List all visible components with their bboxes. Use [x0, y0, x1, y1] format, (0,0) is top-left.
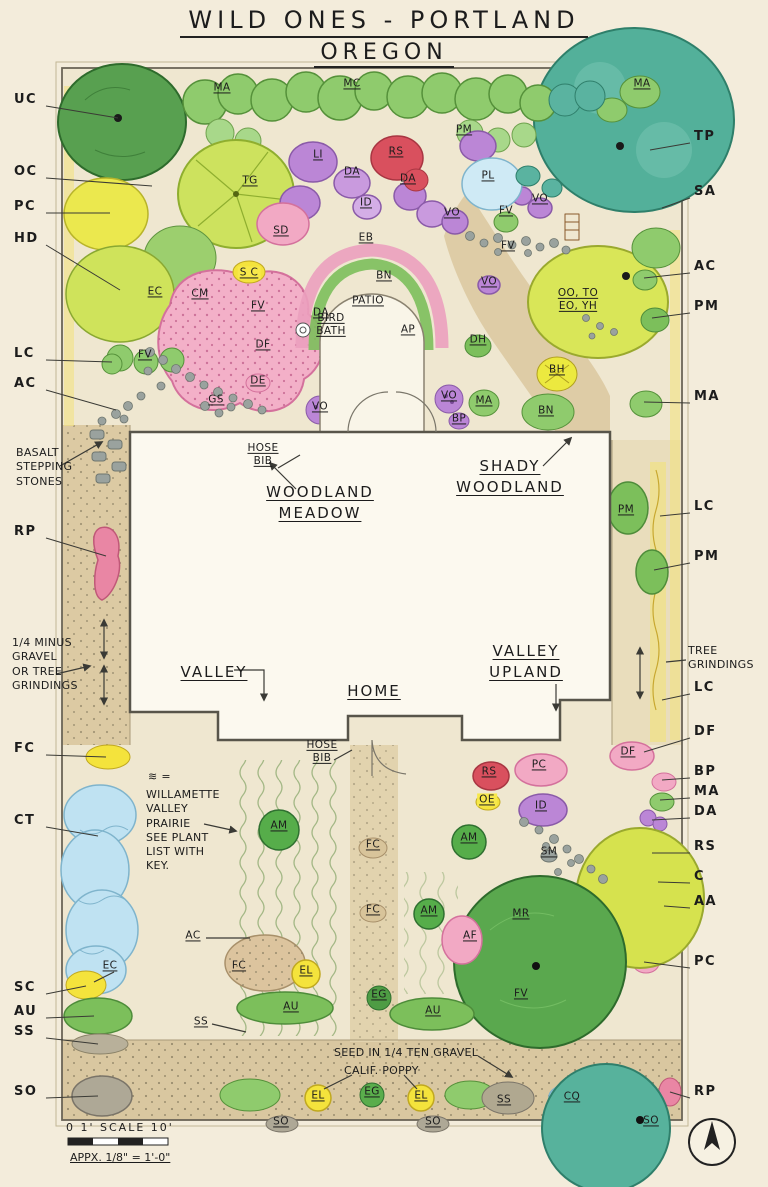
back-yard-planting — [60, 741, 705, 1187]
scale-ticks: 0 1' SCALE 10' — [66, 1121, 174, 1134]
house — [128, 391, 612, 776]
bird-bath-icon — [295, 322, 311, 338]
house-outline — [128, 430, 612, 742]
north-arrow — [704, 1121, 720, 1150]
front-yard-planting — [57, 27, 735, 433]
compass-icon — [688, 1118, 736, 1166]
patio — [319, 293, 425, 433]
annotation-arrows — [55, 436, 687, 1090]
scale-approx-note: APPX. 1/8" = 1'-0" — [70, 1151, 171, 1164]
arbor-icon — [564, 213, 580, 241]
left-path-details — [89, 429, 127, 601]
leader-lines — [45, 105, 691, 1099]
right-strip-details — [607, 481, 669, 595]
scale-bar — [67, 1137, 169, 1146]
